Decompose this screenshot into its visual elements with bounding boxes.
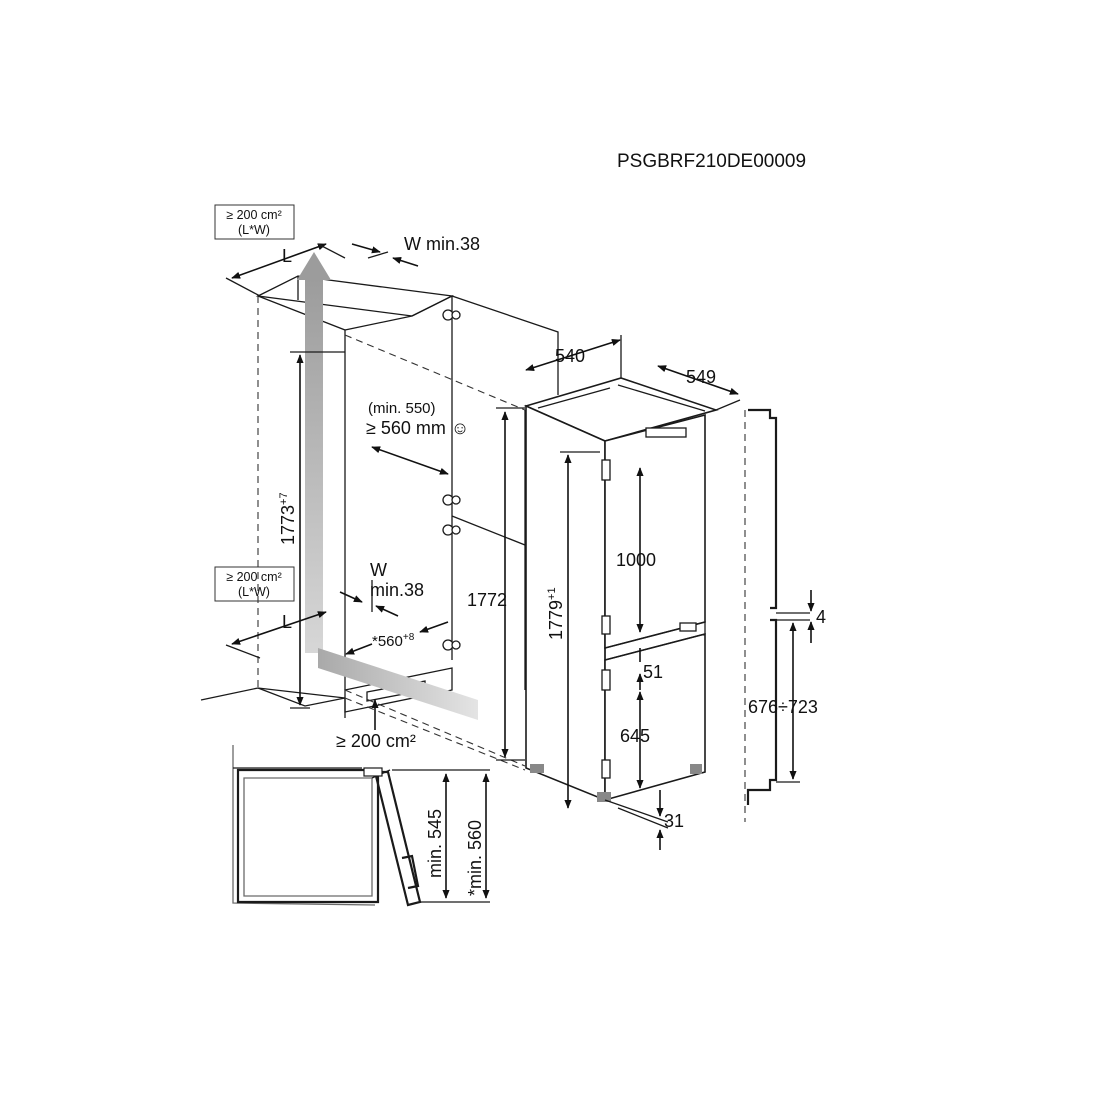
dimension-676-723: 676÷723 bbox=[748, 622, 818, 780]
ventilation-box-bottom-line2: (L*W) bbox=[238, 585, 270, 599]
label-w-bottom-2: min.38 bbox=[370, 580, 424, 600]
ventilation-box-top: ≥ 200 cm² (L*W) bbox=[214, 204, 295, 240]
side-section bbox=[232, 745, 490, 907]
label-w-top: W min.38 bbox=[404, 234, 480, 254]
ventilation-box-bottom-line1: ≥ 200 cm² bbox=[226, 570, 282, 584]
dimension-bottom-lw: L W min.38 bbox=[225, 560, 424, 659]
niche-hinges bbox=[442, 309, 461, 651]
label-549: 549 bbox=[686, 367, 716, 387]
label-min-545: min. 545 bbox=[425, 809, 445, 878]
dimension-niche-width: *560+8 bbox=[345, 621, 449, 655]
label-niche-width: *560+8 bbox=[372, 632, 415, 650]
dimension-4: 4 bbox=[807, 590, 826, 643]
ventilation-box-top-line1: ≥ 200 cm² bbox=[226, 208, 282, 222]
dimension-31: 31 bbox=[604, 790, 684, 850]
ventilation-box-top-line2: (L*W) bbox=[238, 223, 270, 237]
dimension-645: 645 bbox=[620, 691, 650, 789]
door-panel-profile bbox=[744, 408, 810, 822]
label-plinth-vent: ≥ 200 cm² bbox=[336, 731, 416, 751]
niche-outline bbox=[200, 275, 559, 771]
dimension-51: 51 bbox=[636, 648, 663, 690]
label-depth-min: (min. 550) bbox=[368, 400, 436, 417]
plinth-vent-label: ≥ 200 cm² bbox=[336, 699, 416, 751]
product-code: PSGBRF210DE00009 bbox=[617, 151, 806, 172]
label-1772: 1772 bbox=[467, 590, 507, 610]
label-w-bottom-1: W bbox=[370, 560, 387, 580]
label-676-723: 676÷723 bbox=[748, 697, 818, 717]
dimension-1779: 1779+1 bbox=[546, 451, 600, 809]
label-1000: 1000 bbox=[616, 550, 656, 570]
label-l-bottom: L bbox=[282, 612, 292, 632]
label-31: 31 bbox=[664, 811, 684, 831]
dimension-1772: 1772 bbox=[467, 407, 525, 761]
label-51: 51 bbox=[643, 662, 663, 682]
label-1779: 1779+1 bbox=[546, 587, 566, 640]
label-645: 645 bbox=[620, 726, 650, 746]
dimension-min-545: min. 545 bbox=[425, 773, 450, 899]
dimension-top-lw: L W min.38 bbox=[225, 234, 480, 297]
ventilation-box-bottom: ≥ 200 cm² (L*W) bbox=[214, 566, 295, 602]
dimension-depth-560: (min. 550) ≥ 560 mm ☺ bbox=[366, 400, 469, 475]
label-min-560: *min. 560 bbox=[465, 820, 485, 896]
dimension-540-549: 540 549 bbox=[525, 335, 741, 411]
dimension-niche-height: 1773+7 bbox=[278, 351, 345, 709]
dimension-min-560: *min. 560 bbox=[465, 773, 490, 899]
label-540: 540 bbox=[555, 346, 585, 366]
dimension-1000: 1000 bbox=[616, 467, 656, 633]
label-l-top: L bbox=[282, 246, 292, 266]
label-4: 4 bbox=[816, 607, 826, 627]
label-niche-height: 1773+7 bbox=[278, 492, 298, 545]
label-depth-rec: ≥ 560 mm ☺ bbox=[366, 418, 469, 438]
